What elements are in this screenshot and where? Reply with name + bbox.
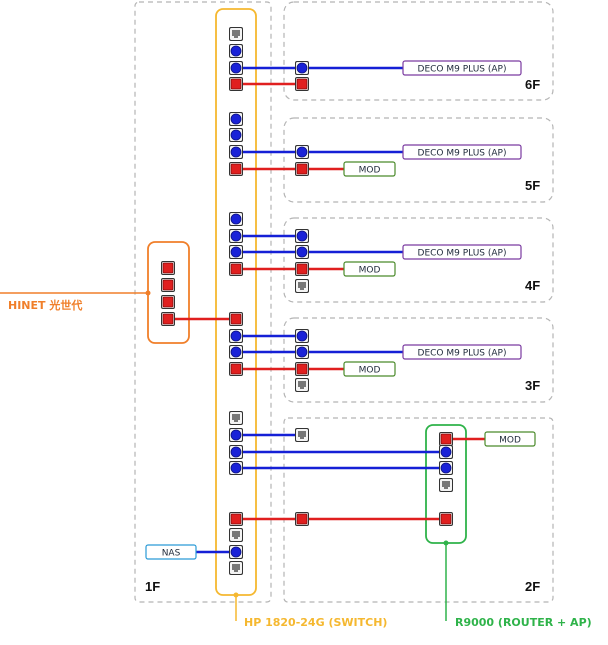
switch-port xyxy=(228,228,244,244)
switch-port xyxy=(228,311,244,327)
switch-port xyxy=(228,344,244,360)
router-port xyxy=(438,511,454,527)
jack-5f xyxy=(294,144,310,160)
hinet-outline xyxy=(147,241,190,344)
switch-port xyxy=(229,561,243,575)
switch-port xyxy=(229,411,243,425)
switch-port xyxy=(228,244,244,260)
switch-port xyxy=(228,444,244,460)
switch-outline xyxy=(215,8,257,596)
switch-port xyxy=(228,43,244,59)
hinet-leader-dot xyxy=(145,290,151,296)
mod-3f-box: MOD xyxy=(343,361,396,377)
nas-label: NAS xyxy=(162,549,181,559)
hinet-caption: HINET 光世代 xyxy=(8,298,82,312)
deco-4f-label: DECO M9 PLUS (AP) xyxy=(418,249,507,259)
hinet-ports xyxy=(160,260,176,327)
floor-area-2f xyxy=(283,417,554,603)
floor-label-2f: 2F xyxy=(525,579,540,594)
router-caption: R9000 (ROUTER + AP) xyxy=(455,616,592,629)
hinet-port xyxy=(160,260,176,276)
switch-port xyxy=(228,127,244,143)
hinet-port xyxy=(160,311,176,327)
switch-port xyxy=(229,27,243,41)
switch-port xyxy=(228,144,244,160)
mod-3f-label: MOD xyxy=(359,366,381,376)
floor-area-1f xyxy=(134,1,272,603)
hinet-port xyxy=(160,294,176,310)
switch-port xyxy=(228,328,244,344)
deco-6f-box: DECO M9 PLUS (AP) xyxy=(402,60,522,76)
floor-label-4f: 4F xyxy=(525,278,540,293)
jack-6f xyxy=(294,76,310,92)
floor-label-1f: 1F xyxy=(145,579,160,594)
deco-5f-label: DECO M9 PLUS (AP) xyxy=(418,149,507,159)
jack-5f xyxy=(294,161,310,177)
floor-area-3f xyxy=(283,317,554,403)
mod-4f-label: MOD xyxy=(359,266,381,276)
deco-6f-label: DECO M9 PLUS (AP) xyxy=(418,65,507,75)
connections xyxy=(0,66,485,621)
switch-port xyxy=(228,544,244,560)
floor-area-5f xyxy=(283,117,554,203)
jack-6f xyxy=(294,60,310,76)
router-port xyxy=(438,444,454,460)
floor-label-3f: 3F xyxy=(525,378,540,393)
deco-3f-box: DECO M9 PLUS (AP) xyxy=(402,344,522,360)
floor-jacks xyxy=(294,60,310,527)
jack-2f xyxy=(294,511,310,527)
switch-port xyxy=(228,76,244,92)
deco-5f-box: DECO M9 PLUS (AP) xyxy=(402,144,522,160)
switch-port xyxy=(228,211,244,227)
switch-port xyxy=(228,111,244,127)
floor-area-6f xyxy=(283,1,554,101)
router-port xyxy=(438,460,454,476)
switch-port xyxy=(228,60,244,76)
jack-3f xyxy=(294,344,310,360)
deco-3f-label: DECO M9 PLUS (AP) xyxy=(418,349,507,359)
deco-4f-box: DECO M9 PLUS (AP) xyxy=(402,244,522,260)
jack-3f xyxy=(294,361,310,377)
switch-port xyxy=(228,511,244,527)
hinet-port xyxy=(160,277,176,293)
switch-port xyxy=(228,161,244,177)
mod-2f-box: MOD xyxy=(484,431,536,447)
mod-2f-label: MOD xyxy=(499,436,521,446)
router-ports xyxy=(438,431,454,527)
mod-5f-box: MOD xyxy=(343,161,396,177)
mod-4f-box: MOD xyxy=(343,261,396,277)
floor-label-5f: 5F xyxy=(525,178,540,193)
router-port xyxy=(439,478,453,492)
jack-4f xyxy=(294,261,310,277)
switch-leader-dot xyxy=(233,592,239,598)
nas-box: NAS xyxy=(145,544,197,560)
switch-port xyxy=(228,427,244,443)
router-port xyxy=(438,431,454,447)
jack-4f xyxy=(295,279,309,293)
mod-5f-label: MOD xyxy=(359,166,381,176)
switch-caption: HP 1820-24G (SWITCH) xyxy=(244,616,387,629)
router-leader-dot xyxy=(443,540,449,546)
floor-area-4f xyxy=(283,217,554,303)
switch-port xyxy=(228,460,244,476)
switch-ports xyxy=(228,27,244,575)
switch-port xyxy=(228,361,244,377)
jack-3f xyxy=(294,328,310,344)
jack-2f xyxy=(295,428,309,442)
switch-port xyxy=(228,261,244,277)
jack-3f xyxy=(295,378,309,392)
floor-label-6f: 6F xyxy=(525,77,540,92)
jack-4f xyxy=(294,228,310,244)
switch-port xyxy=(229,528,243,542)
jack-4f xyxy=(294,244,310,260)
